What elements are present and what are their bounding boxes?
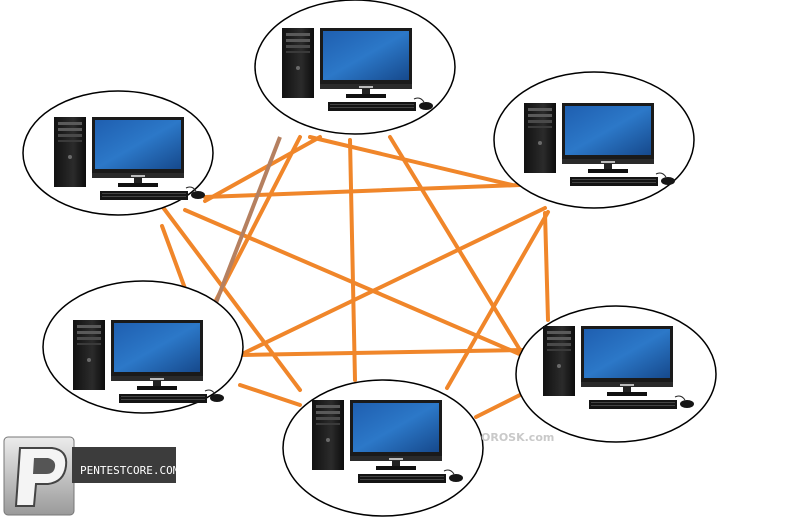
network-link-7 — [238, 206, 547, 357]
node-lower-right — [515, 305, 717, 443]
network-link-4 — [160, 204, 302, 392]
mesh-links — [160, 135, 550, 419]
node-lower-left — [42, 280, 244, 414]
network-link-accent — [212, 136, 282, 309]
pentestcore-logo-text: PENTESTCORE.COM — [80, 464, 180, 477]
network-nodes — [22, 0, 717, 517]
node-upper-left — [22, 90, 214, 216]
network-link-12 — [238, 348, 526, 357]
network-link-1 — [203, 135, 322, 203]
network-link-10 — [308, 135, 514, 187]
network-link-9 — [388, 135, 522, 352]
faint-watermark-text: OROSK.com — [481, 431, 554, 444]
network-link-3 — [203, 183, 522, 199]
network-link-8 — [348, 138, 357, 382]
node-bottom — [282, 379, 484, 517]
pentestcore-p-logo-icon — [3, 436, 75, 516]
network-link-14 — [543, 211, 550, 322]
node-upper-right — [493, 71, 695, 209]
network-link-13 — [445, 210, 550, 390]
network-link-11 — [238, 383, 302, 407]
pentestcore-logo: PENTESTCORE.COM — [3, 436, 180, 516]
node-top — [254, 0, 456, 135]
